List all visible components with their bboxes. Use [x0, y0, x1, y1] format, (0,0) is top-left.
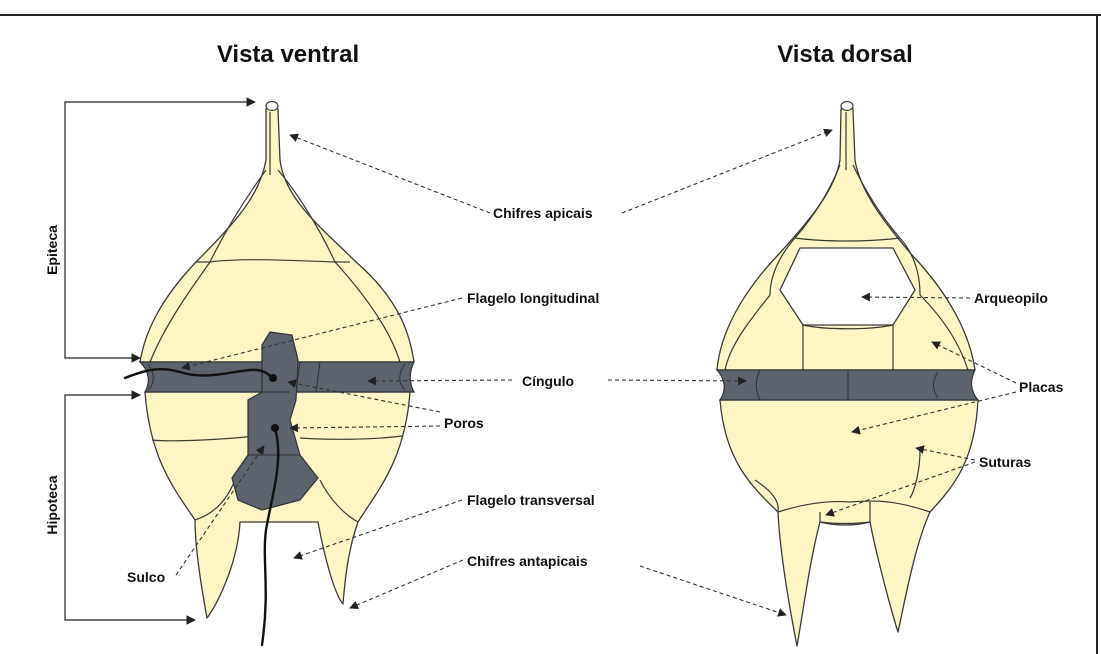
- label-poros: Poros: [444, 415, 484, 431]
- label-arqueopilo: Arqueopilo: [974, 290, 1048, 306]
- ventral-apex: [266, 102, 278, 111]
- title-dorsal: Vista dorsal: [777, 41, 913, 68]
- label-sulco: Sulco: [127, 569, 165, 585]
- title-ventral: Vista ventral: [217, 41, 359, 68]
- label-cingulo: Cíngulo: [522, 373, 574, 389]
- label-chifres-antapicais: Chifres antapicais: [467, 553, 588, 569]
- dorsal-hypotheca: [720, 400, 978, 646]
- label-epiteca: Epiteca: [44, 225, 60, 275]
- label-chifres-apicais: Chifres apicais: [493, 205, 593, 221]
- label-hipoteca: Hipoteca: [44, 475, 60, 534]
- ventral-epitheca: [140, 105, 414, 362]
- label-flagelo-transversal: Flagelo transversal: [467, 492, 595, 508]
- label-flagelo-longitudinal: Flagelo longitudinal: [467, 290, 599, 306]
- label-suturas: Suturas: [979, 454, 1031, 470]
- dorsal-view: [717, 102, 978, 647]
- archeopyle: [780, 248, 915, 325]
- label-placas: Placas: [1019, 379, 1064, 395]
- ventral-view: [125, 102, 414, 646]
- dorsal-apex: [841, 102, 853, 111]
